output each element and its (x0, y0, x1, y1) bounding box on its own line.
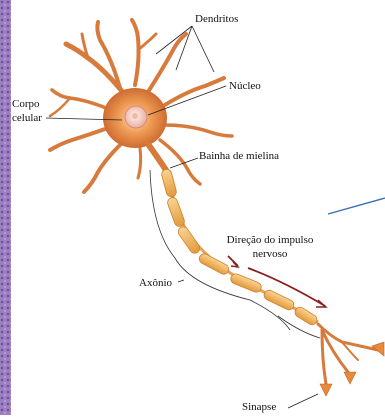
label-impulse-line1: Direção do impulso (215, 234, 325, 247)
label-cell-body-line1: Corpo (12, 98, 40, 111)
blue-pointer-line (328, 198, 385, 214)
label-dendrites: Dendritos (195, 13, 238, 26)
label-nucleus: Núcleo (229, 80, 261, 93)
axon-hillock (148, 144, 166, 170)
label-axon: Axônio (139, 277, 172, 290)
label-impulse-line2: nervoso (215, 248, 325, 261)
label-myelin: Bainha de mielina (199, 150, 279, 163)
label-synapse: Sinapse (242, 401, 276, 414)
left-background-strip (0, 0, 11, 415)
label-cell-body-line2: celular (12, 112, 42, 125)
